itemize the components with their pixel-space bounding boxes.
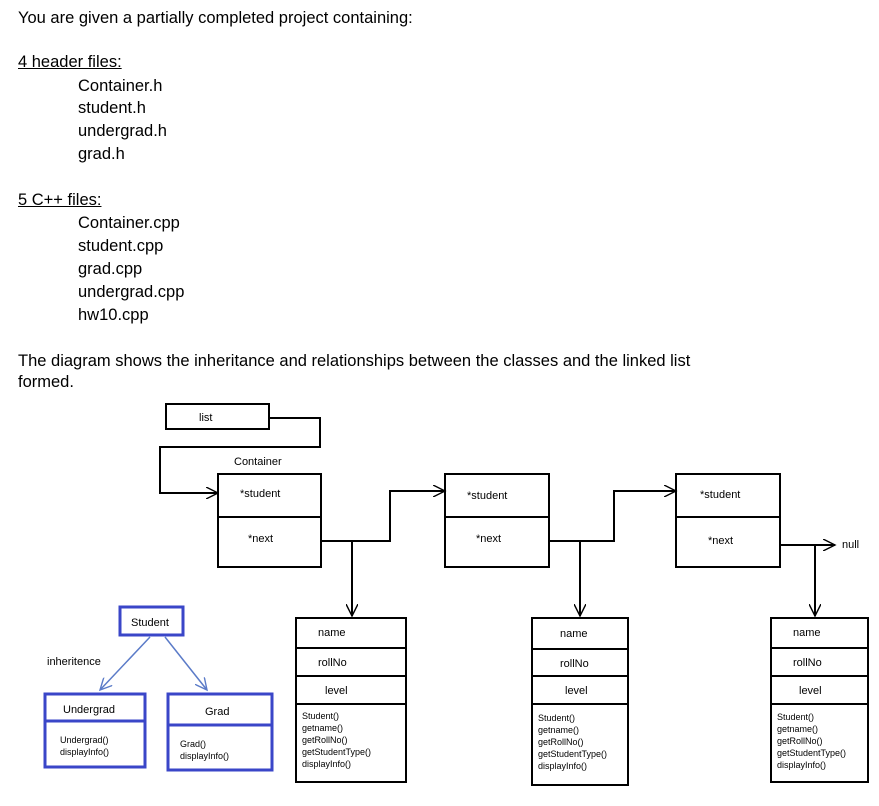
cpp-file-item: undergrad.cpp xyxy=(78,283,185,301)
header-files-title: 4 header files: xyxy=(18,53,122,71)
method: getname() xyxy=(302,723,343,733)
method: displayInfo() xyxy=(180,751,229,761)
node-student-field: *student xyxy=(240,488,280,500)
base-class-name: Student xyxy=(131,617,169,629)
list-node: *student *next xyxy=(675,473,781,568)
method: Undergrad() xyxy=(60,735,109,745)
list-node: *student *next xyxy=(217,473,322,568)
method: getStudentType() xyxy=(777,748,846,758)
container-label: Container xyxy=(234,456,282,468)
inheritance-diagram: Student inheritence Undergrad Undergrad(… xyxy=(43,605,274,772)
node-student-field: *student xyxy=(700,489,740,501)
header-file-item: undergrad.h xyxy=(78,122,167,140)
method: displayInfo() xyxy=(777,760,826,770)
method: Student() xyxy=(777,712,814,722)
description-line: The diagram shows the inheritance and re… xyxy=(18,352,691,370)
derived-class-name: Undergrad xyxy=(63,704,115,716)
node-next-field: *next xyxy=(248,533,273,545)
student-object: name rollNo level Student() getname() ge… xyxy=(295,617,407,783)
field-level: level xyxy=(799,685,822,697)
method: getStudentType() xyxy=(302,747,371,757)
method: getname() xyxy=(777,724,818,734)
cpp-file-item: student.cpp xyxy=(78,237,164,255)
method: Student() xyxy=(302,711,339,721)
header-file-item: student.h xyxy=(78,99,146,117)
method: getRollNo() xyxy=(777,736,823,746)
list-pointer: list xyxy=(159,403,321,493)
cpp-file-item: Container.cpp xyxy=(78,214,180,232)
field-name: name xyxy=(793,627,821,639)
header-file-item: grad.h xyxy=(78,145,125,163)
next-pointers: null xyxy=(321,491,859,551)
cpp-file-item: hw10.cpp xyxy=(78,306,149,324)
field-level: level xyxy=(565,685,588,697)
method: displayInfo() xyxy=(302,759,351,769)
method: Student() xyxy=(538,713,575,723)
field-rollno: rollNo xyxy=(793,657,822,669)
description-line: formed. xyxy=(18,373,74,391)
method: getRollNo() xyxy=(538,737,584,747)
inheritance-label: inheritence xyxy=(47,656,101,668)
method: getname() xyxy=(538,725,579,735)
node-next-field: *next xyxy=(708,535,733,547)
base-class-box xyxy=(118,605,185,637)
node-next-field: *next xyxy=(476,533,501,545)
cpp-files-title: 5 C++ files: xyxy=(18,191,102,209)
derived-class-box xyxy=(166,692,274,727)
student-object: name rollNo level Student() getname() ge… xyxy=(531,617,629,786)
method: displayInfo() xyxy=(60,747,109,757)
field-level: level xyxy=(325,685,348,697)
student-pointers xyxy=(352,541,815,616)
method: displayInfo() xyxy=(538,761,587,771)
cpp-file-item: grad.cpp xyxy=(78,260,143,278)
intro-text: You are given a partially completed proj… xyxy=(18,9,413,27)
list-label: list xyxy=(199,412,212,424)
node-student-field: *student xyxy=(467,490,507,502)
method: getStudentType() xyxy=(538,749,607,759)
field-rollno: rollNo xyxy=(318,657,347,669)
field-name: name xyxy=(560,628,588,640)
header-file-item: Container.h xyxy=(78,77,163,95)
derived-class-box xyxy=(43,692,147,723)
null-label: null xyxy=(842,539,859,551)
method: getRollNo() xyxy=(302,735,348,745)
derived-class-name: Grad xyxy=(205,706,229,718)
field-name: name xyxy=(318,627,346,639)
field-rollno: rollNo xyxy=(560,658,589,670)
student-object: name rollNo level Student() getname() ge… xyxy=(770,617,869,783)
list-node: *student *next xyxy=(444,473,550,568)
method: Grad() xyxy=(180,739,206,749)
